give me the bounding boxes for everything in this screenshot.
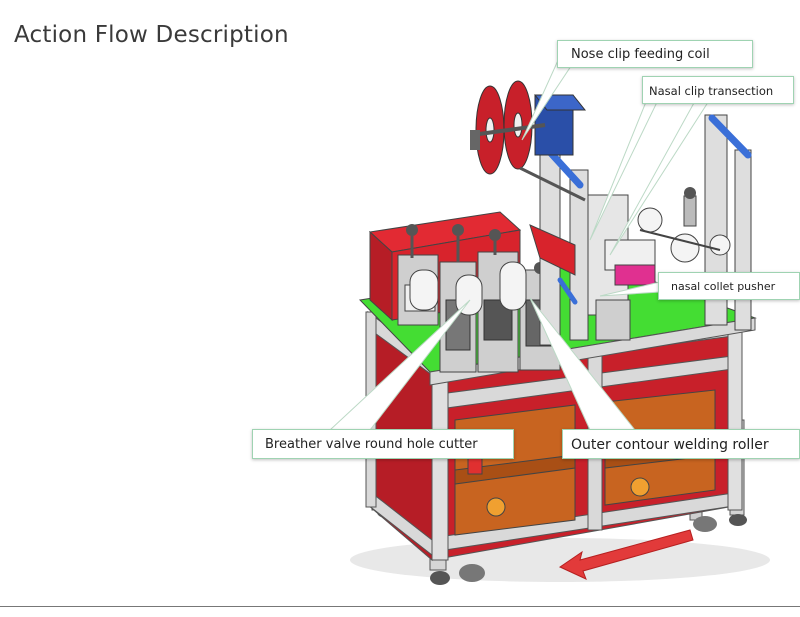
central-mechanism (529, 187, 731, 341)
callout-nose-clip-feeding-coil: Nose clip feeding coil (557, 40, 753, 68)
page-title: Action Flow Description (14, 22, 289, 48)
callout-breather-valve-cutter: Breather valve round hole cutter (252, 429, 514, 459)
callout-nasal-collet-pusher: nasal collet pusher (658, 272, 800, 300)
bottom-divider (0, 606, 800, 607)
callout-outer-contour-roller: Outer contour welding roller (562, 429, 800, 459)
direction-arrow (558, 529, 694, 580)
feeding-coil-reels (470, 80, 587, 202)
floor-shadow (350, 538, 770, 582)
callout-nasal-clip-transection: Nasal clip transection (642, 76, 794, 104)
